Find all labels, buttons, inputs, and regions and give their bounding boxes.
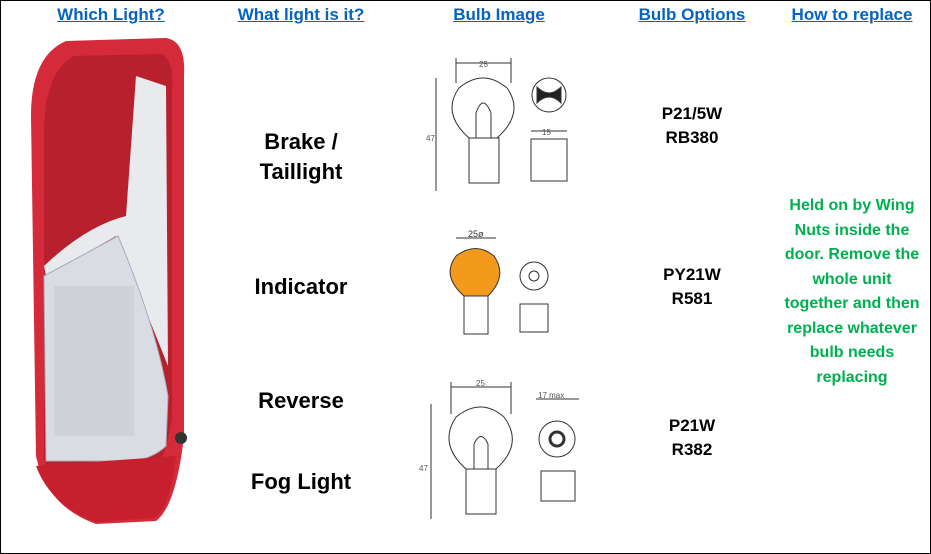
light-fog: Fog Light (250, 469, 352, 494)
dimension-label: 47 (419, 464, 428, 473)
bulb-option-brake: P21/5W RB380 (662, 102, 722, 150)
bulb-option-reverse-fog: P21W R382 (669, 414, 715, 462)
light-indicator: Indicator (254, 274, 348, 299)
bulb-diagram-py21w: 25ø (449, 229, 549, 335)
header-how-to-replace[interactable]: How to replace (791, 5, 913, 24)
bulb-ref: R581 (671, 289, 713, 308)
header-bulb-image[interactable]: Bulb Image (453, 5, 545, 24)
light-brake-taillight: Brake / Taillight (260, 127, 343, 187)
bulb-option-indicator: PY21W R581 (663, 263, 721, 311)
dimension-label: 25 (476, 379, 485, 388)
light-reverse: Reverse (258, 388, 344, 413)
bulb-ref: RB380 (665, 128, 719, 147)
dimension-label: 25 (479, 60, 488, 69)
bulb-code: PY21W (663, 265, 721, 284)
bulb-code: P21W (668, 416, 716, 435)
dimension-label: 15 (542, 128, 551, 137)
light-label-line: Brake / (264, 129, 338, 154)
bulb-code: P21/5W (661, 104, 723, 123)
header-what-light[interactable]: What light is it? (237, 5, 365, 24)
bulb-diagram-p21w: 25 47 17 max (419, 379, 579, 519)
dimension-label: 25ø (468, 229, 484, 239)
dimension-label: 47 (426, 134, 435, 143)
bulb-diagram-p21-5w: 25 47 15 (426, 58, 568, 191)
replacement-instructions: Held on by Wing Nuts inside the door. Re… (784, 197, 920, 386)
bulb-ref: R382 (671, 440, 713, 459)
tail-light-image (31, 38, 187, 524)
light-label-line: Taillight (259, 159, 343, 184)
dimension-label: 17 max (538, 391, 564, 400)
header-which-light[interactable]: Which Light? (57, 5, 165, 24)
header-bulb-options[interactable]: Bulb Options (638, 5, 746, 24)
